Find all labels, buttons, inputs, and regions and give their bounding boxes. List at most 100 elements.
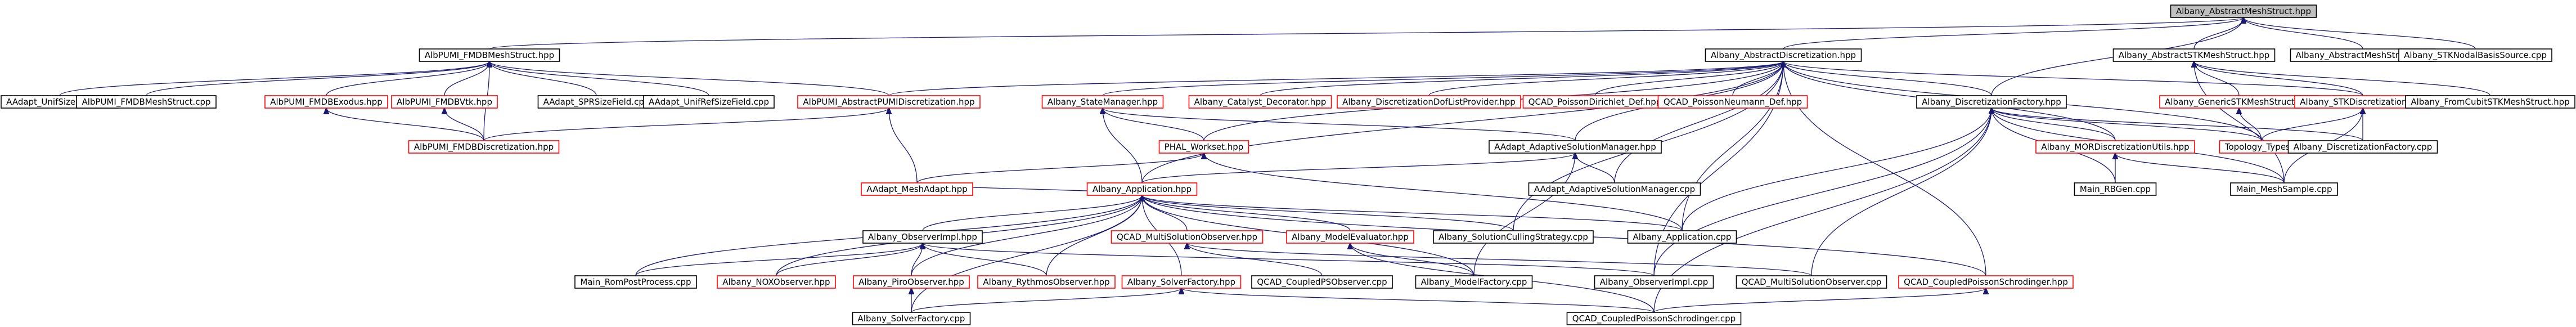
graph-node[interactable]: Albany_SolutionCullingStrategy.cpp — [1433, 230, 1594, 244]
graph-node[interactable]: Albany_SolverFactory.cpp — [852, 312, 971, 325]
dependency-edge — [1103, 108, 1143, 183]
node-label: Albany_FromCubitSTKMeshStruct.hpp — [2411, 97, 2569, 107]
graph-node[interactable]: PHAL_Workset.hpp — [1158, 140, 1249, 154]
dependency-edge — [483, 108, 889, 141]
graph-node[interactable]: Albany_AbstractMeshStruct.hpp — [2170, 5, 2317, 18]
graph-node[interactable]: Main_MeshSample.cpp — [2230, 182, 2338, 196]
dependency-edge — [1682, 108, 1991, 231]
graph-node[interactable]: AAdapt_MeshAdapt.hpp — [861, 182, 973, 196]
graph-node[interactable]: Albany_NOXObserver.hpp — [717, 275, 836, 289]
node-label: AlbPUMI_FMDBMeshStruct.hpp — [425, 50, 554, 61]
graph-node[interactable]: QCAD_CoupledPoissonSchrodinger.hpp — [1898, 275, 2074, 289]
node-box — [2035, 140, 2195, 154]
graph-node[interactable]: Albany_SolverFactory.hpp — [1121, 275, 1242, 289]
dependency-edge — [1811, 108, 1991, 276]
node-label: Albany_StateManager.hpp — [1048, 97, 1158, 107]
graph-node[interactable]: AAdapt_AdaptiveSolutionManager.cpp — [1528, 182, 1701, 196]
graph-node[interactable]: AlbPUMI_AbstractPUMIDiscretization.hpp — [797, 95, 981, 109]
graph-node[interactable]: Albany_Catalyst_Decorator.hpp — [1188, 95, 1332, 109]
graph-node[interactable]: AAdapt_SPRSizeField.cpp — [537, 95, 655, 109]
graph-node[interactable]: Albany_DiscretizationFactory.hpp — [1916, 95, 2067, 109]
dependency-edge — [635, 243, 923, 276]
graph-node[interactable]: Albany_STKNodalBasisSource.cpp — [2398, 48, 2552, 62]
dependency-edge — [2244, 17, 2363, 50]
graph-node[interactable]: AlbPUMI_FMDBVtk.hpp — [391, 95, 498, 109]
graph-node[interactable]: QCAD_CoupledPoissonSchrodinger.cpp — [1566, 312, 1742, 325]
dependency-edge — [1181, 288, 1655, 313]
dependency-edge — [1783, 61, 1986, 276]
graph-node[interactable]: AlbPUMI_FMDBDiscretization.hpp — [408, 140, 560, 154]
graph-node[interactable]: Albany_ModelFactory.cpp — [1415, 275, 1533, 289]
graph-node[interactable]: Albany_PiroObserver.hpp — [853, 275, 970, 289]
graph-node[interactable]: Albany_Application.hpp — [1086, 182, 1198, 196]
node-label: Albany_DiscretizationFactory.cpp — [2294, 142, 2432, 153]
node-label: Albany_ModelEvaluator.hpp — [1292, 232, 1409, 243]
graph-node[interactable]: Topology_Types.h — [2219, 140, 2304, 154]
graph-node[interactable]: Albany_Application.cpp — [1627, 230, 1737, 244]
graph-node[interactable]: AlbPUMI_FMDBExodus.hpp — [264, 95, 388, 109]
node-box — [861, 182, 973, 196]
graph-node[interactable]: Albany_ObserverImpl.cpp — [1594, 275, 1714, 289]
dependency-edge — [1473, 153, 1575, 276]
dependency-edge — [1428, 61, 1783, 96]
graph-node[interactable]: Main_RomPostProcess.cpp — [574, 275, 697, 289]
graph-node[interactable]: Albany_RythmosObserver.hpp — [977, 275, 1116, 289]
dependency-edge — [1187, 243, 1812, 276]
graph-node[interactable]: Albany_AbstractSTKMeshStruct.hpp — [2112, 48, 2276, 62]
dependency-edge — [2115, 153, 2285, 183]
node-box — [1528, 182, 1701, 196]
node-box — [1916, 95, 2067, 109]
graph-node[interactable]: Albany_ModelEvaluator.hpp — [1286, 230, 1414, 244]
node-box — [862, 230, 983, 244]
dependency-edge — [1783, 61, 2363, 96]
graph-node[interactable]: QCAD_CoupledPSObserver.cpp — [1251, 275, 1393, 289]
graph-node[interactable]: Albany_FromCubitSTKMeshStruct.hpp — [2405, 95, 2575, 109]
node-label: PHAL_Workset.hpp — [1165, 142, 1244, 153]
node-label: AAdapt_UnifRefSizeField.cpp — [649, 97, 769, 107]
node-label: Albany_Catalyst_Decorator.hpp — [1194, 97, 1327, 107]
node-label: Main_RomPostProcess.cpp — [580, 277, 691, 288]
dependency-edge — [1594, 61, 1783, 96]
dependency-edge — [489, 17, 2244, 50]
node-label: AlbPUMI_FMDBExodus.hpp — [270, 97, 382, 107]
dependency-edge — [888, 61, 1783, 96]
dependency-edge — [923, 243, 1655, 276]
dependency-edge — [1653, 108, 1991, 276]
node-label: Albany_AbstractSTKMeshStruct.hpp — [2119, 50, 2270, 61]
graph-node[interactable]: AlbPUMI_FMDBMeshStruct.hpp — [419, 48, 560, 62]
node-label: Main_MeshSample.cpp — [2236, 184, 2332, 195]
graph-node[interactable]: Albany_DiscretizationFactory.cpp — [2287, 140, 2438, 154]
graph-node[interactable]: Albany_StateManager.hpp — [1041, 95, 1164, 109]
node-box — [853, 275, 970, 289]
dependency-edge — [59, 61, 489, 96]
node-label: Albany_DiscretizationDofListProvider.hpp — [1342, 97, 1516, 107]
dependency-edge — [326, 108, 484, 141]
node-box — [1158, 140, 1249, 154]
node-box — [1111, 230, 1264, 244]
node-box — [717, 275, 836, 289]
graph-node[interactable]: Main_RBGen.cpp — [2074, 182, 2157, 196]
node-label: AAdapt_AdaptiveSolutionManager.cpp — [1534, 184, 1695, 195]
dependency-edge — [1991, 108, 2262, 141]
dependency-edge — [2261, 108, 2363, 141]
graph-node[interactable]: QCAD_PoissonDirichlet_Def.hpp — [1522, 95, 1667, 109]
node-label: Albany_Application.cpp — [1633, 232, 1732, 243]
node-label: Topology_Types.h — [2224, 142, 2298, 153]
graph-node[interactable]: Albany_DiscretizationDofListProvider.hpp — [1337, 95, 1521, 109]
dependency-edge — [1204, 153, 1683, 231]
dependency-edge — [1682, 61, 1783, 231]
node-box — [1705, 48, 1862, 62]
graph-node[interactable]: AlbPUMI_FMDBMeshStruct.cpp — [76, 95, 217, 109]
graph-node[interactable]: Albany_AbstractDiscretization.hpp — [1705, 48, 1862, 62]
graph-node[interactable]: Albany_ObserverImpl.hpp — [862, 230, 983, 244]
graph-node[interactable]: Albany_STKDiscretization.hpp — [2294, 95, 2431, 109]
graph-node[interactable]: AAdapt_UnifRefSizeField.cpp — [643, 95, 775, 109]
node-label: AlbPUMI_FMDBVtk.hpp — [397, 97, 492, 107]
node-box — [1736, 275, 1887, 289]
graph-node[interactable]: QCAD_MultiSolutionObserver.hpp — [1111, 230, 1264, 244]
graph-node[interactable]: AAdapt_AdaptiveSolutionManager.hpp — [1489, 140, 1662, 154]
node-box — [1566, 312, 1742, 325]
graph-node[interactable]: QCAD_MultiSolutionObserver.cpp — [1736, 275, 1887, 289]
graph-node[interactable]: QCAD_PoissonNeumann_Def.hpp — [1657, 95, 1808, 109]
graph-node[interactable]: Albany_MORDiscretizationUtils.hpp — [2035, 140, 2195, 154]
